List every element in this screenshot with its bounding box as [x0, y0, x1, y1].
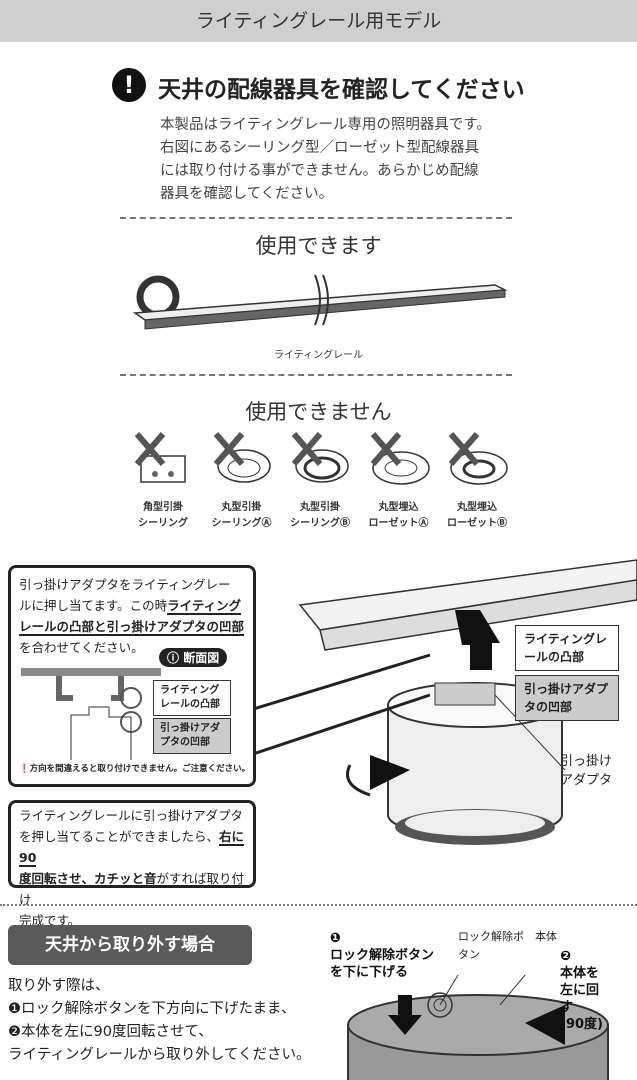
emphasis: 右に90 — [19, 829, 245, 867]
caution-note: ❗方向を間違えると取り付けできません。ご注意ください。 — [19, 762, 250, 774]
step-text: 本体を左に回す — [560, 966, 600, 1015]
removal-title: 天井から取り外す場合 — [8, 925, 252, 965]
text: を合わせてください。 — [19, 640, 144, 655]
badge-text: 断面図 — [183, 651, 220, 665]
down-arrow-icon — [388, 995, 422, 1035]
fixture-label: シーリング — [138, 518, 188, 529]
step-number: ❶ — [330, 931, 342, 946]
section-rail-label: ライティングレールの凸部 — [153, 680, 231, 716]
exclamation-icon: ! — [112, 68, 146, 102]
fixture-label: 丸型埋込 — [378, 502, 419, 513]
step1-text: 引っ掛けアダプタをライティングレー ルに押し当てます。この時ライティング レール… — [11, 568, 253, 664]
fixture-item: 丸型埋込 ローゼットⒶ — [361, 428, 437, 529]
square-ceiling-icon — [134, 432, 186, 483]
fixture-label: 丸型引掛 — [221, 502, 262, 513]
step-number: ❷ — [560, 949, 572, 964]
warning-text: 本製品はライティングレール専用の照明器具です。 右図にあるシーリング型／ローゼッ… — [160, 114, 491, 206]
fixture-item: 角型引掛 シーリング — [125, 428, 201, 529]
fixture-item: 丸型埋込 ローゼットⒷ — [439, 428, 515, 529]
page-header: ライティングレール用モデル — [0, 0, 637, 42]
text: 完成です。 — [19, 913, 81, 928]
usable-title: 使用できます — [255, 234, 382, 258]
divider — [0, 904, 637, 906]
exclamation-icon: ❗ — [19, 764, 30, 774]
installation-illustration — [249, 559, 637, 845]
fixture-item: 丸型引掛 シーリングⒷ — [282, 428, 358, 529]
divider — [120, 217, 512, 219]
step-text: ロック解除ボタンを下に下げる — [330, 948, 435, 980]
text-line: 器具を確認してください。 — [160, 186, 334, 202]
step2-text: ライティングレールに引っ掛けアダプタ を押し当てることができましたら、右に90 … — [11, 803, 253, 933]
emphasis: 度回転させ、カチッと音 — [19, 871, 157, 888]
removal-instructions: 取り外す際は、 ❶ロック解除ボタンを下方向に下げたまま、 ❷本体を左に90度回転… — [8, 975, 310, 1067]
text: を押し当てることができましたら、 — [19, 829, 220, 844]
emphasis: ライティング — [167, 598, 242, 615]
fixture-label: シーリングⒶ — [211, 518, 272, 529]
step2-box: ライティングレールに引っ掛けアダプタ を押し当てることができましたら、右に90 … — [8, 800, 256, 928]
cross-section-diagram — [21, 668, 161, 760]
round-ceiling-b-icon — [291, 432, 349, 483]
round-rosette-b-icon — [448, 432, 508, 485]
divider — [120, 374, 512, 376]
removal-illustration — [347, 975, 609, 1080]
adapter-name-label: 引っ掛けアダプタ — [560, 754, 613, 788]
emphasis: レールの凸部 — [19, 619, 95, 636]
rotate-left-arrow-icon — [525, 1005, 565, 1045]
section-adapter-label: 引っ掛けアダプタの凹部 — [153, 718, 231, 754]
unusable-fixtures: 角型引掛 シーリング 丸型引掛 シーリングⒶ 丸型引掛 シーリングⒷ 丸型埋込 … — [125, 428, 515, 529]
text-line: 本製品はライティングレール専用の照明器具です。 — [160, 117, 491, 133]
up-arrow-icon — [455, 610, 500, 670]
text-line: 取り外す際は、 — [8, 978, 110, 994]
fixture-item: 丸型引掛 シーリングⒶ — [204, 428, 280, 529]
caution-text: 方向を間違えると取り付けできません。ご注意ください。 — [29, 764, 251, 774]
text-line: ライティングレールから取り外してください。 — [8, 1047, 311, 1063]
text-line: ❶ロック解除ボタンを下方向に下げたまま、 — [8, 1001, 296, 1017]
text: ルに押し当てます。この時 — [19, 598, 168, 613]
removal-step2-label: ❷ 本体を左に回す (90度) — [560, 948, 610, 1033]
fixture-label: シーリングⒷ — [290, 518, 350, 529]
rotate-right-arrow-icon — [370, 755, 410, 790]
rail-convex-label: ライティングレールの凸部 — [515, 625, 619, 671]
emphasis: と — [94, 619, 107, 636]
fixture-label: ローゼットⒷ — [447, 518, 507, 529]
text-line: には取り付ける事ができません。あらかじめ配線 — [160, 163, 479, 179]
lock-release-button-label: ロック解除ボタン — [458, 930, 524, 961]
round-ceiling-a-icon — [213, 432, 271, 483]
text-line: 右図にあるシーリング型／ローゼット型配線器具 — [160, 140, 479, 156]
removal-step1-label: ❶ ロック解除ボタンを下に下げる — [330, 930, 440, 981]
text-line: ❷本体を左に90度回転させて、 — [8, 1024, 213, 1040]
warning-title: 天井の配線器具を確認してください — [158, 77, 525, 103]
adapter-concave-label: 引っ掛けアダプタの凹部 — [515, 675, 619, 721]
step-angle: (90度) — [560, 1017, 603, 1032]
lighting-rail-illustration — [132, 274, 508, 330]
unusable-title: 使用できません — [245, 400, 392, 424]
fixture-label: ローゼットⒶ — [368, 518, 429, 529]
text: がすれば取り付け — [19, 871, 245, 907]
rail-label: ライティングレール — [273, 350, 364, 361]
fixture-label: 角型引掛 — [143, 502, 183, 513]
body-label: 本体 — [535, 930, 557, 943]
section-view-badge: ⓘ 断面図 — [159, 648, 228, 667]
round-rosette-a-icon — [370, 432, 430, 485]
text: 引っ掛けアダプタをライティングレー — [19, 577, 231, 592]
text: ライティングレールに引っ掛けアダプタ — [19, 808, 244, 823]
fixture-label: 丸型埋込 — [457, 502, 497, 513]
fixture-label: 丸型引掛 — [300, 502, 340, 513]
step1-box: 引っ掛けアダプタをライティングレー ルに押し当てます。この時ライティング レール… — [8, 565, 256, 787]
emphasis: 引っ掛けアダプタの凹部 — [106, 619, 245, 636]
